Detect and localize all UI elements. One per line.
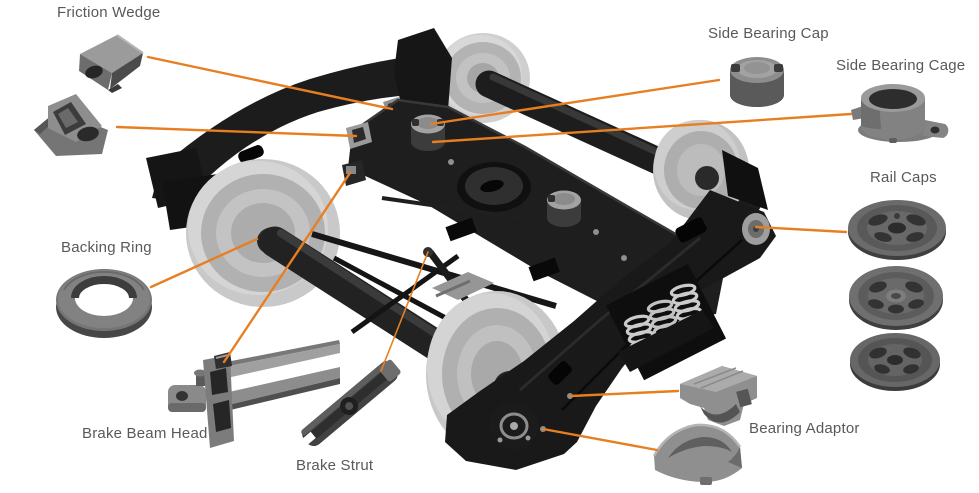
leader-side-bearing-cage — [431, 112, 853, 144]
brake-beam-head-part — [168, 340, 340, 448]
friction-wedge-part-top — [79, 34, 144, 93]
side-bearing-front — [411, 114, 445, 151]
friction-wedge-part-bottom — [34, 94, 108, 156]
label-friction-wedge: Friction Wedge — [57, 4, 161, 21]
leader-bearing-adaptor-2 — [541, 427, 659, 452]
side-bearing-rear — [547, 190, 581, 227]
brake-strut-part — [301, 359, 401, 447]
label-bearing-adaptor: Bearing Adaptor — [749, 420, 860, 437]
side-bearing-cap-part — [730, 57, 784, 107]
rear-pedestal — [722, 150, 768, 210]
bogie-illustration — [146, 28, 776, 470]
wheel-rear-near — [653, 120, 749, 220]
label-brake-beam-head: Brake Beam Head — [82, 425, 208, 442]
leader-backing-ring — [149, 237, 259, 289]
leader-brake-strut — [380, 251, 429, 372]
bearing-adaptor-part-top — [680, 366, 757, 426]
rear-journal-cap — [742, 213, 770, 245]
backing-ring-part — [56, 269, 152, 338]
label-brake-strut: Brake Strut — [296, 457, 374, 474]
leader-friction-wedge-1 — [146, 55, 394, 111]
leader-lines — [115, 55, 853, 452]
leader-bearing-adaptor-1 — [569, 389, 680, 398]
bearing-adaptor-part-bottom — [652, 423, 742, 485]
bolster — [346, 98, 727, 324]
rail-caps-part — [848, 200, 946, 391]
label-side-bearing-cap: Side Bearing Cap — [708, 25, 829, 42]
spring-group — [605, 263, 727, 381]
brake-shoe — [432, 272, 494, 300]
label-backing-ring: Backing Ring — [61, 239, 152, 256]
leader-brake-beam-head — [222, 171, 352, 364]
leader-side-bearing-cap — [429, 78, 721, 126]
leader-friction-wedge-2 — [115, 125, 358, 138]
label-rail-caps: Rail Caps — [870, 169, 937, 186]
side-bearing-cage-part — [851, 84, 949, 143]
label-side-bearing-cage: Side Bearing Cage — [836, 57, 966, 74]
leader-rail-caps — [754, 225, 848, 234]
